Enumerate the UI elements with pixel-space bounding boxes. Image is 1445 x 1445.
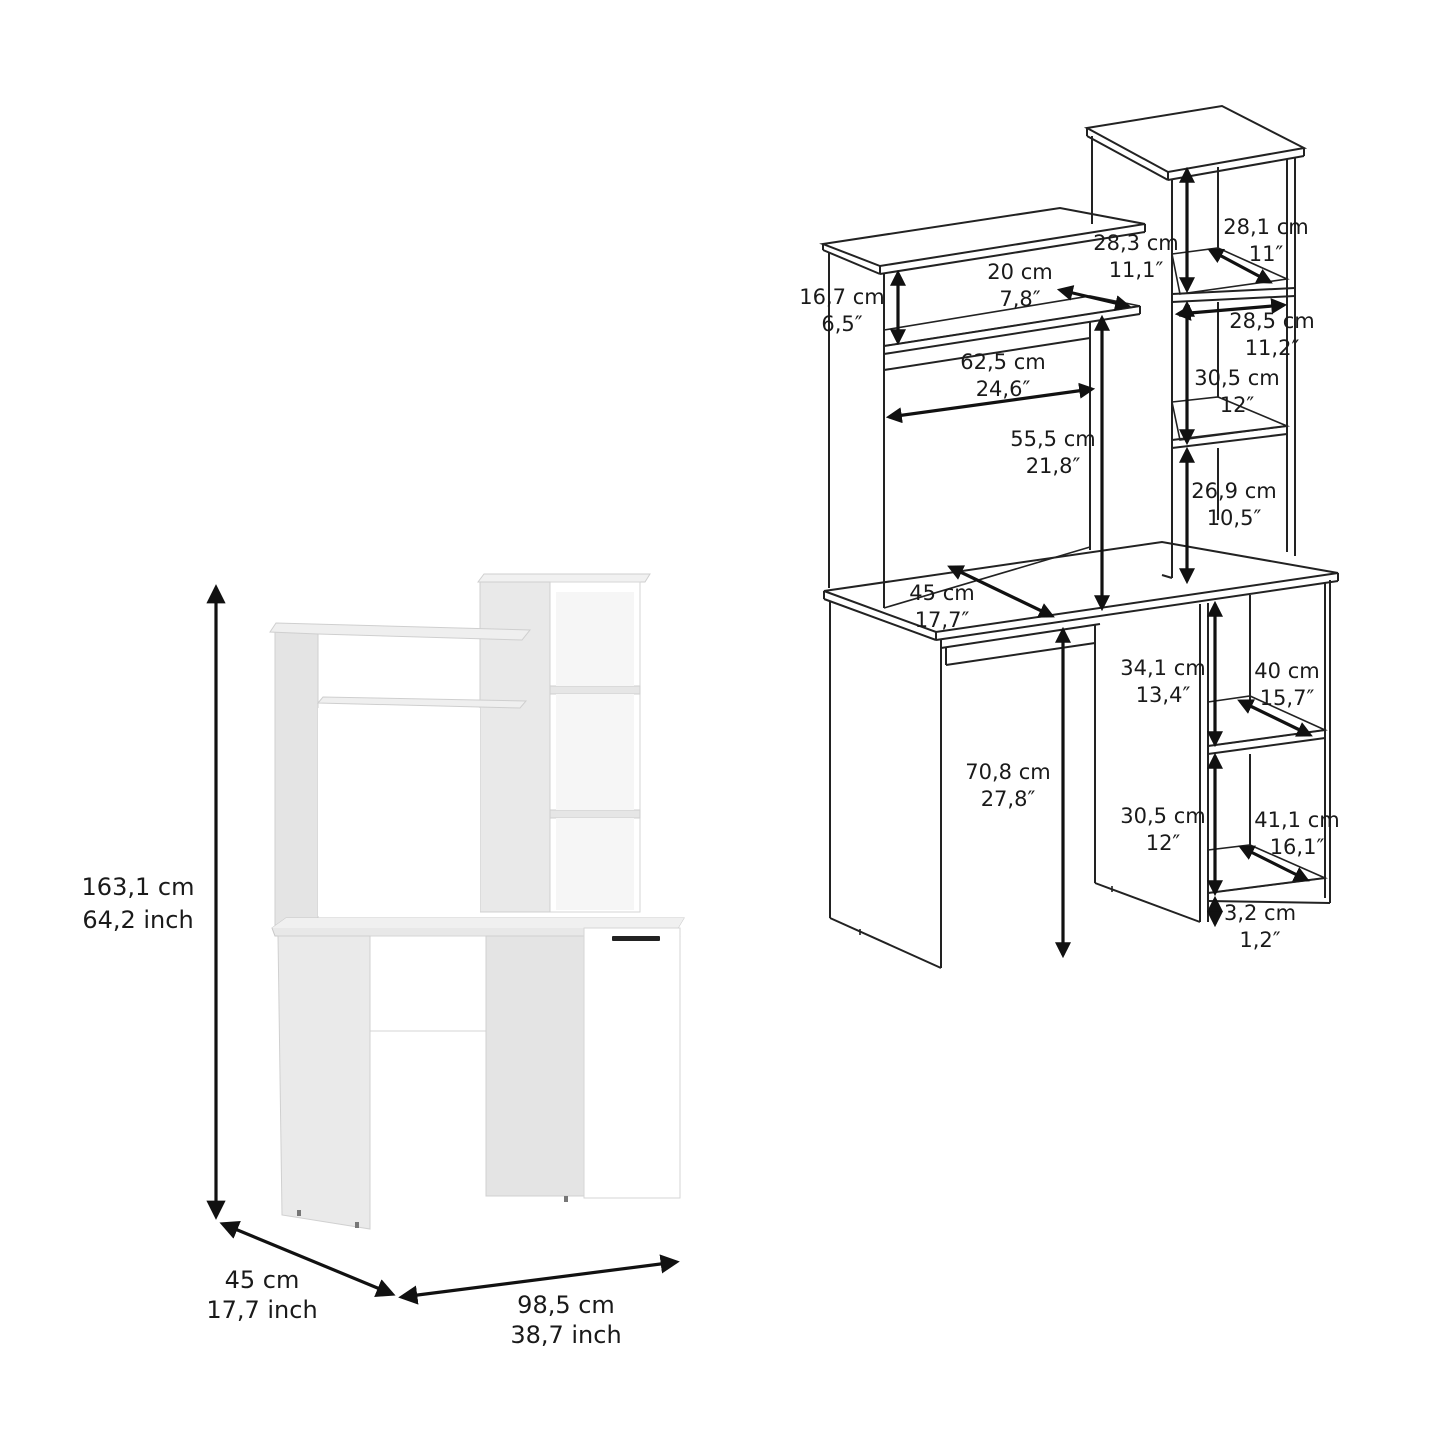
hutch-width-in: 24,6″	[976, 377, 1031, 401]
desk-depth-in: 17,7″	[915, 608, 970, 632]
tower-middle-height-cm: 30,5 cm	[1194, 366, 1279, 390]
cabinet-shelf-depth-in: 15,7″	[1260, 686, 1315, 710]
tower-middle-height-in: 12″	[1220, 393, 1255, 417]
tower-shelf-depth-in: 11,2″	[1245, 336, 1300, 360]
desk-height-in: 27,8″	[981, 787, 1036, 811]
overall-width-cm: 98,5 cm	[517, 1291, 615, 1319]
middle-shelf-depth-cm: 20 cm	[987, 260, 1052, 284]
desk-depth-cm: 45 cm	[909, 581, 974, 605]
middle-shelf-depth-in: 7,8″	[999, 287, 1040, 311]
overall-height-in: 64,2 inch	[82, 906, 193, 934]
cabinet-bottom-depth-in: 16,1″	[1270, 835, 1325, 859]
base-gap-cm: 3,2 cm	[1224, 901, 1296, 925]
overall-depth-in: 17,7 inch	[206, 1296, 317, 1324]
overall-width-in: 38,7 inch	[510, 1321, 621, 1349]
hutch-width-cm: 62,5 cm	[960, 350, 1045, 374]
overall-depth-arrow	[219, 1221, 396, 1297]
cabinet-shelf-depth-cm: 40 cm	[1254, 659, 1319, 683]
base-gap-in: 1,2″	[1239, 928, 1280, 952]
overall-depth-cm: 45 cm	[225, 1266, 300, 1294]
top-shelf-height-cm: 16,7 cm	[799, 285, 884, 309]
tower-top-depth-cm: 28,1 cm	[1223, 215, 1308, 239]
tower-bottom-height-cm: 26,9 cm	[1191, 479, 1276, 503]
cabinet-bottom-depth-cm: 41,1 cm	[1254, 808, 1339, 832]
overall-width-arrow	[398, 1254, 680, 1305]
detail-labels: 16,7 cm 6,5″ 20 cm 7,8″ 28,3 cm 11,1″ 28…	[799, 215, 1339, 952]
cabinet-lower-height-in: 12″	[1146, 831, 1181, 855]
desk-render	[269, 573, 685, 1230]
top-shelf-height-in: 6,5″	[821, 312, 862, 336]
hutch-height-cm: 55,5 cm	[1010, 427, 1095, 451]
top-shelf-depth-in: 11,1″	[1109, 258, 1164, 282]
tower-top-depth-in: 11″	[1249, 242, 1284, 266]
top-shelf-depth-cm: 28,3 cm	[1093, 231, 1178, 255]
cabinet-upper-height-in: 13,4″	[1136, 683, 1191, 707]
tower-bottom-height-in: 10,5″	[1207, 506, 1262, 530]
cabinet-lower-height-cm: 30,5 cm	[1120, 804, 1205, 828]
overall-height-cm: 163,1 cm	[82, 873, 195, 901]
cabinet-upper-height-cm: 34,1 cm	[1120, 656, 1205, 680]
hutch-height-in: 21,8″	[1026, 454, 1081, 478]
tower-shelf-depth-cm: 28,5 cm	[1229, 309, 1314, 333]
detail-arrows	[885, 166, 1313, 959]
desk-height-cm: 70,8 cm	[965, 760, 1050, 784]
